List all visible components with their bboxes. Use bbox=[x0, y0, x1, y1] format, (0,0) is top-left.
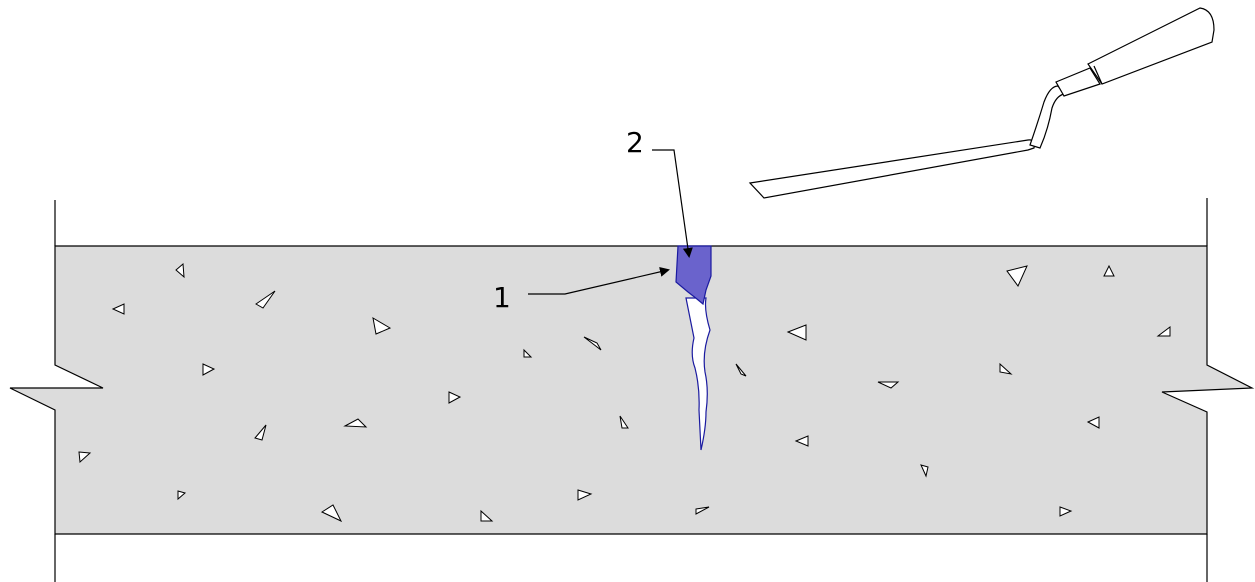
callout-1-label: 1 bbox=[493, 281, 511, 314]
aggregate-stones bbox=[78, 262, 1171, 523]
crack bbox=[685, 297, 711, 451]
callout-2-label: 2 bbox=[626, 126, 644, 159]
sealant-fill bbox=[675, 245, 712, 306]
trowel-icon bbox=[748, 7, 1215, 199]
concrete-slab bbox=[9, 245, 1255, 535]
callout-1: 1 bbox=[493, 266, 670, 314]
slab-extension-lines bbox=[54, 198, 1208, 582]
callout-2: 2 bbox=[626, 126, 693, 258]
